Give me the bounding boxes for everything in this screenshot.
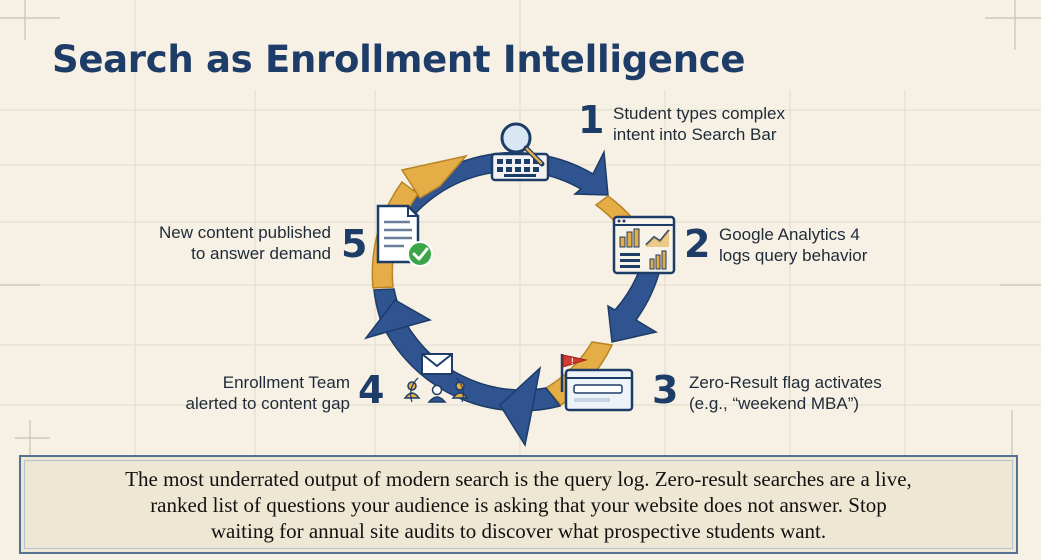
page-title: Search as Enrollment Intelligence [52,38,746,81]
step-text-2: Google Analytics 4 logs query behavior [719,225,868,265]
team-email-icon [403,353,469,403]
step-number-4: 4 [358,368,385,412]
callout-box: The most underrated output of modern sea… [19,455,1018,554]
step-number-5: 5 [341,222,368,266]
cycle-arrow-head-bottom [499,365,542,447]
red-flag-window-icon: ! [560,354,634,412]
step-text-3: Zero-Result flag activates (e.g., “weeke… [689,373,882,413]
step-text-1: Student types complex intent into Search… [613,104,785,144]
step-number-2: 2 [684,222,711,266]
search-keyboard-icon [490,122,550,182]
callout-text: The most underrated output of modern sea… [125,466,912,543]
document-check-icon [376,204,433,267]
step-number-1: 1 [578,98,605,142]
analytics-dashboard-icon [612,215,676,275]
svg-text:!: ! [571,357,574,366]
cycle-arrow-head-left [364,299,432,340]
cycle-arrow-head-top-left [400,154,469,200]
step-text-4: Enrollment Team alerted to content gap [185,373,350,413]
step-text-5: New content published to answer demand [158,223,331,263]
cycle-arrow-3 [607,265,662,343]
step-number-3: 3 [652,368,679,412]
